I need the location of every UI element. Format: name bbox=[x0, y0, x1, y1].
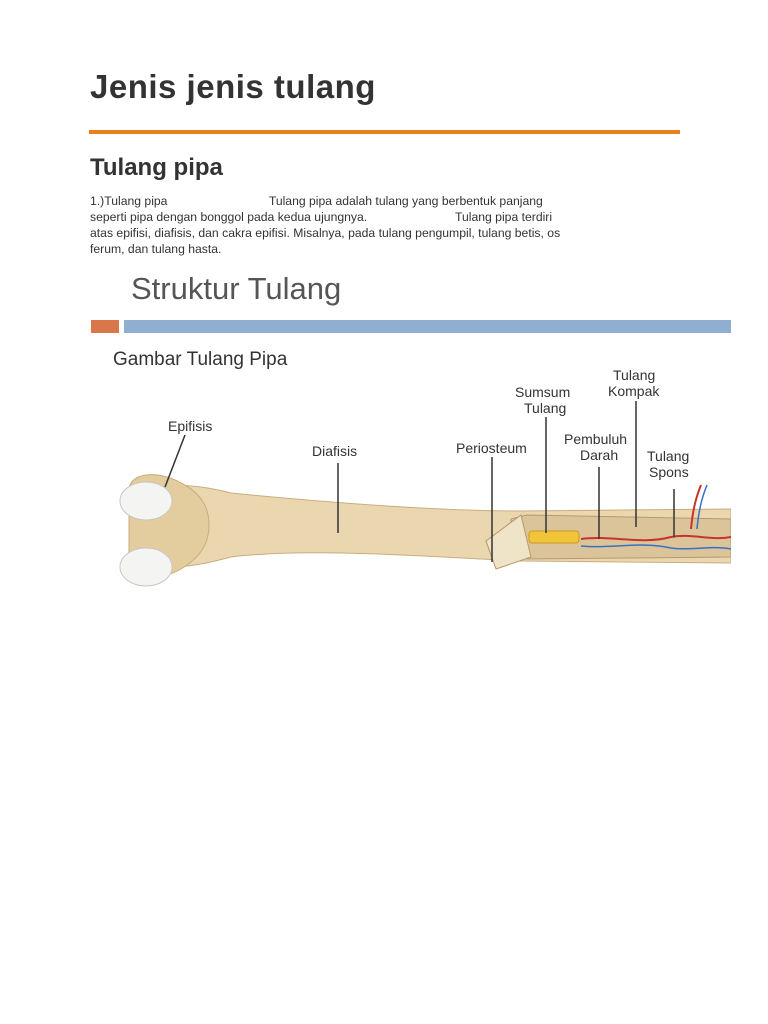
paragraph-line: ferum, dan tulang hasta. bbox=[90, 242, 222, 256]
cartilage-cap-lower bbox=[119, 547, 173, 587]
leader-line bbox=[164, 434, 186, 488]
label-periosteum: Periosteum bbox=[456, 440, 527, 456]
label-epifisis: Epifisis bbox=[168, 418, 212, 434]
label-diafisis: Diafisis bbox=[312, 443, 357, 459]
blood-vessel-red bbox=[580, 534, 731, 542]
paragraph-line: seperti pipa dengan bonggol pada kedua u… bbox=[90, 210, 553, 224]
paragraph-line: atas epifisi, diafisis, dan cakra epifis… bbox=[90, 226, 561, 240]
bone-diagram: Struktur Tulang Gambar Tulang Pipa Ep bbox=[91, 257, 731, 629]
cartilage-cap-upper bbox=[119, 481, 173, 521]
section-heading: Tulang pipa bbox=[90, 154, 223, 181]
page-title: Jenis jenis tulang bbox=[90, 68, 376, 105]
slide-bar-blue bbox=[124, 320, 731, 333]
label-pembuluh-line1: Pembuluh bbox=[564, 431, 627, 447]
figure-background bbox=[91, 257, 731, 629]
label-spons-line2: Spons bbox=[649, 464, 689, 480]
paragraph-line: 1.)Tulang pipa Tulang pipa adalah tulang… bbox=[90, 194, 543, 208]
title-divider bbox=[89, 130, 680, 134]
figure-subtitle: Gambar Tulang Pipa bbox=[113, 349, 288, 370]
slide-bar-orange bbox=[91, 320, 119, 333]
vessel-entry-red bbox=[690, 484, 702, 530]
bone-marrow bbox=[528, 530, 580, 544]
label-pembuluh-line2: Darah bbox=[580, 447, 618, 463]
label-kompak-line2: Kompak bbox=[608, 383, 660, 399]
bone-structure-figure: Struktur Tulang Gambar Tulang Pipa Ep bbox=[91, 257, 731, 629]
label-sumsum-line2: Tulang bbox=[524, 400, 566, 416]
blood-vessel-blue bbox=[580, 544, 731, 550]
label-sumsum-line1: Sumsum bbox=[515, 384, 570, 400]
label-spons-line1: Tulang bbox=[647, 448, 689, 464]
vessel-entry-blue bbox=[696, 484, 708, 530]
slide-title: Struktur Tulang bbox=[131, 271, 341, 306]
label-kompak-line1: Tulang bbox=[613, 367, 655, 383]
body-paragraph: 1.)Tulang pipa Tulang pipa adalah tulang… bbox=[90, 193, 690, 257]
